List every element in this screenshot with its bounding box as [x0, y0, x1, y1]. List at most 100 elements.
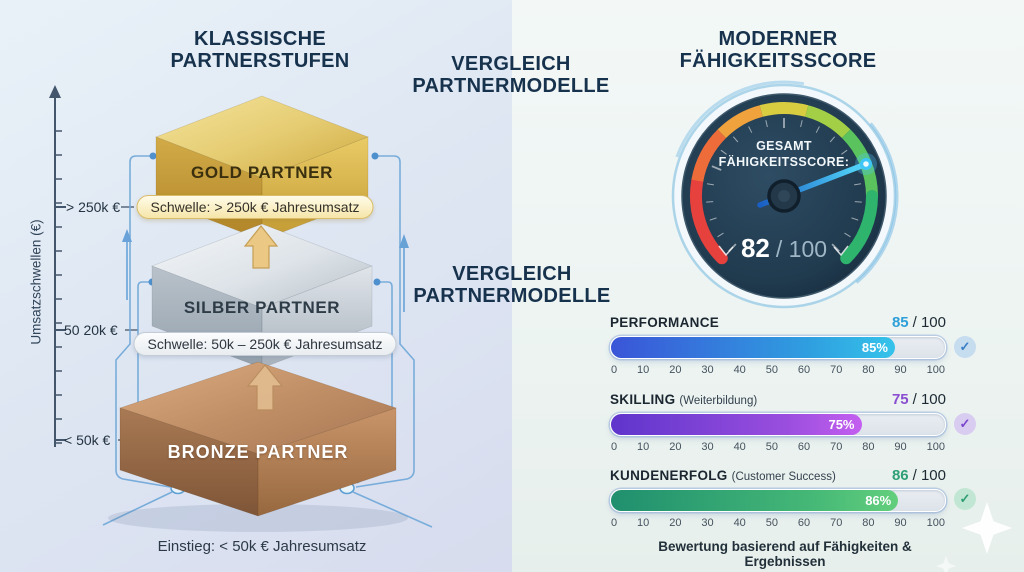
kundenerfolg-bar-value-label: 86%	[865, 493, 892, 508]
performance-check-icon: ✓	[954, 336, 976, 358]
scale-tick: 80	[862, 517, 875, 529]
score-row-skilling: SKILLING(Weiterbildung) 75/ 100 75% 0 10 2…	[610, 391, 946, 453]
scale-tick: 90	[894, 441, 907, 453]
axis-tick-label-silver: 50 20k €	[64, 322, 118, 338]
scale-tick: 100	[926, 441, 945, 453]
scale-tick: 70	[830, 517, 843, 529]
gold-partner-label: GOLD PARTNER	[191, 163, 333, 182]
scale-tick: 60	[797, 441, 811, 453]
scale-tick: 20	[669, 441, 682, 453]
skilling-check-icon: ✓	[954, 413, 976, 435]
skilling-bar-fill: 75%	[611, 414, 862, 435]
score-gauge	[671, 80, 899, 309]
right-title-line1: MODERNER	[718, 28, 838, 50]
scale-tick: 50	[765, 364, 778, 376]
performance-scale: 0 10 20 30 40 50 60 70 80 90 100	[610, 364, 946, 376]
kundenerfolg-bar-track: 86%	[610, 489, 946, 512]
compare-title-line1: VERGLEICH	[451, 53, 571, 75]
connector-lines-right	[339, 152, 433, 528]
scale-tick: 10	[637, 517, 650, 529]
skilling-bar-value-label: 75%	[828, 417, 855, 432]
right-title: MODERNER FÄHIGKEITSSCORE	[668, 28, 888, 72]
scale-tick: 100	[926, 364, 945, 376]
silber-partner-label: SILBER PARTNER	[183, 298, 341, 317]
scale-tick: 0	[611, 364, 618, 376]
gauge-label-line1: GESAMT	[756, 139, 812, 153]
compare-title-middle: VERGLEICH PARTNERMODELLE	[402, 263, 622, 307]
scale-tick: 80	[862, 441, 875, 453]
entry-note: Einstieg: < 50k € Jahresumsatz	[157, 538, 367, 555]
scale-tick: 20	[669, 517, 682, 529]
scale-tick: 40	[733, 364, 746, 376]
scale-tick: 60	[797, 517, 811, 529]
kundenerfolg-check-icon: ✓	[954, 488, 976, 510]
scale-tick: 0	[611, 441, 618, 453]
performance-bar-fill: 85%	[611, 337, 895, 358]
skilling-bar-track: 75%	[610, 413, 946, 436]
kundenerfolg-scale: 0 10 20 30 40 50 60 70 80 90 100	[610, 517, 946, 529]
score-head: PERFORMANCE 85/ 100	[610, 314, 946, 332]
scale-tick: 0	[611, 517, 618, 529]
skilling-label: SKILLING(Weiterbildung)	[610, 392, 758, 407]
scale-tick: 40	[733, 517, 746, 529]
performance-score: 85/ 100	[891, 314, 946, 331]
kundenerfolg-score: 86/ 100	[891, 467, 946, 484]
compare-title-top: VERGLEICH PARTNERMODELLE	[401, 53, 621, 97]
score-head: SKILLING(Weiterbildung) 75/ 100	[610, 391, 946, 409]
silber-threshold-badge: Schwelle: 50k – 250k € Jahresumsatz	[133, 332, 397, 356]
performance-bar-value-label: 85%	[861, 340, 888, 355]
stack-shadow	[108, 504, 408, 532]
scale-tick: 50	[765, 441, 778, 453]
scale-tick: 10	[637, 441, 650, 453]
kundenerfolg-bar-fill: 86%	[611, 490, 899, 511]
scale-tick: 70	[830, 364, 843, 376]
scale-tick: 20	[669, 364, 682, 376]
compare-title-line2: PARTNERMODELLE	[413, 285, 611, 307]
performance-bar-track: 85%	[610, 336, 946, 359]
gauge-end-chevron-left	[718, 245, 734, 257]
left-title: KLASSISCHE PARTNERSTUFEN	[150, 28, 370, 72]
tier-up-arrow-bronze-to-silver	[246, 364, 284, 411]
bronze-partner-label: BRONZE PARTNER	[167, 442, 349, 462]
scale-tick: 10	[637, 364, 650, 376]
scale-tick: 80	[862, 364, 875, 376]
scale-tick: 40	[733, 441, 746, 453]
score-head: KUNDENERFOLG(Customer Success) 86/ 100	[610, 467, 946, 485]
gauge-color-arc	[689, 102, 878, 265]
left-title-line1: KLASSISCHE	[194, 28, 326, 50]
up-arrow-icon	[399, 234, 409, 248]
tier-up-arrow-silver-to-gold	[243, 225, 279, 269]
performance-label: PERFORMANCE	[610, 315, 720, 330]
gauge-value: 82/ 100	[699, 233, 869, 264]
partner-tiers-artwork	[49, 85, 433, 532]
up-arrow-icon	[122, 229, 132, 242]
score-caption: Bewertung basierend auf Fähigkeiten & Er…	[658, 539, 912, 569]
gauge-score: 82	[740, 233, 770, 263]
gauge-label: GESAMT FÄHIGKEITSSCORE:	[699, 138, 869, 170]
axis-arrowhead-icon	[49, 85, 61, 98]
compare-title-line1: VERGLEICH	[452, 263, 572, 285]
scale-tick: 90	[894, 364, 907, 376]
axis-tick-label-gold: > 250k €	[66, 199, 121, 215]
revenue-axis	[49, 85, 138, 447]
score-row-performance: PERFORMANCE 85/ 100 85% 0 10 20 30 40 50 60 70 8…	[610, 314, 946, 376]
gauge-end-chevron-right	[833, 245, 849, 257]
score-row-kundenerfolg: KUNDENERFOLG(Customer Success) 86/ 100 8…	[610, 467, 946, 529]
kundenerfolg-label: KUNDENERFOLG(Customer Success)	[610, 468, 836, 483]
skilling-score: 75/ 100	[891, 391, 946, 408]
scale-tick: 100	[926, 517, 945, 529]
scale-tick: 50	[765, 517, 778, 529]
scale-tick: 30	[701, 364, 714, 376]
scale-tick: 60	[797, 364, 811, 376]
scale-tick: 30	[701, 517, 714, 529]
scale-tick: 30	[701, 441, 714, 453]
compare-title-line2: PARTNERMODELLE	[412, 75, 610, 97]
axis-title: Umsatzschwellen (€)	[28, 219, 44, 345]
gauge-label-line2: FÄHIGKEITSSCORE:	[718, 155, 850, 169]
axis-tick-label-bronze: < 50k €	[64, 432, 111, 448]
scale-tick: 90	[894, 517, 907, 529]
scale-tick: 70	[830, 441, 843, 453]
gauge-score-max: / 100	[775, 236, 828, 262]
gold-threshold-badge: Schwelle: > 250k € Jahresumsatz	[136, 195, 374, 219]
